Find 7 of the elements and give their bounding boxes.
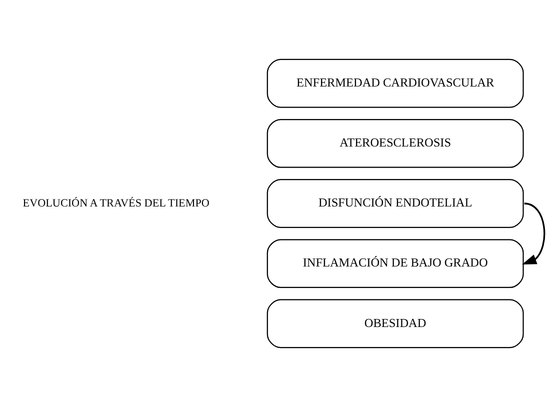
node-box: DISFUNCIÓN ENDOTELIAL (266, 178, 524, 228)
node-box: OBESIDAD (266, 298, 524, 348)
arrow (522, 202, 546, 264)
node-box: ATEROESCLEROSIS (266, 118, 524, 168)
node-box: ENFERMEDAD CARDIOVASCULAR (266, 58, 524, 108)
node-box: INFLAMACIÓN DE BAJO GRADO (266, 238, 524, 288)
label: EVOLUCIÓN A TRAVÉS DEL TIEMPO (22, 196, 210, 209)
